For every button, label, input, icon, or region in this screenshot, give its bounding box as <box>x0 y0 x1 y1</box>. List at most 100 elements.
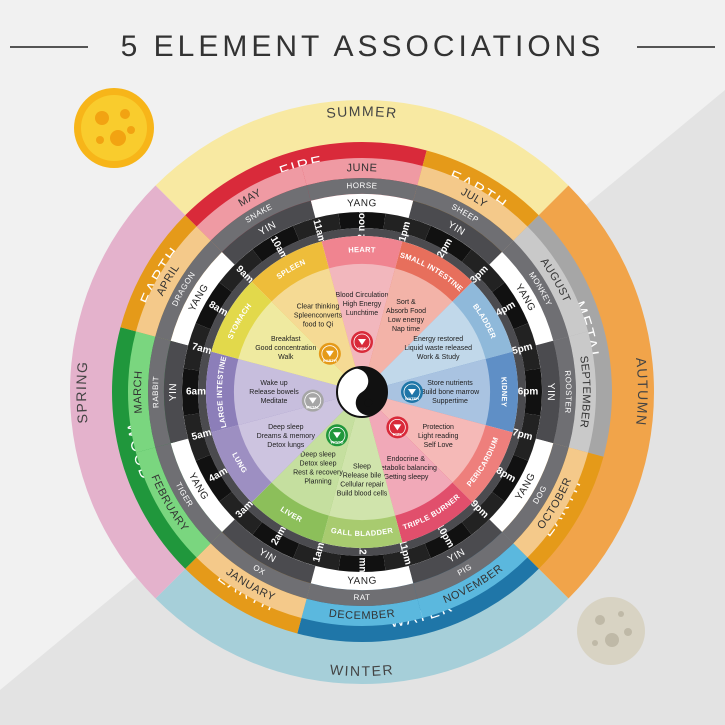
animal-segment-pig <box>413 532 514 599</box>
hour-tick-band-7 <box>513 413 541 461</box>
organ-desc-7-0: Deep sleep <box>300 452 336 459</box>
organ-desc-7-3: Planning <box>304 479 331 486</box>
season-label-summer: SUMMER <box>325 103 398 121</box>
center-element-ring-1 <box>403 383 421 401</box>
organ-desc-6-0: Sleep <box>353 463 371 470</box>
animal-segment-dog <box>502 443 569 544</box>
center-element-icon-3 <box>333 432 341 439</box>
hour-tick-band-10 <box>424 522 472 559</box>
hour-tick-band-9 <box>461 491 505 535</box>
animal-label-rat: RAT <box>353 593 370 602</box>
organ-desc-1-1: Absorb Food <box>386 308 426 315</box>
hour-tick-band-11 <box>383 543 431 571</box>
month-label-september: SEPTEMBER <box>577 355 592 429</box>
month-segment-september <box>568 331 597 453</box>
center-element-icon-1 <box>408 389 416 395</box>
hour-tick-band-12 <box>338 554 386 572</box>
center-element-label-1: WATER <box>405 396 419 401</box>
organ-desc-3-2: Suppertime <box>432 398 468 405</box>
organ-desc-7-2: Rest & recovery <box>293 470 343 477</box>
organ-inner-wedge-6 <box>328 392 396 520</box>
organ-desc-5-2: Getting sleepy <box>384 474 429 481</box>
hour-tick-band-23 <box>293 213 341 241</box>
hour-label-6: 6pm <box>518 387 539 398</box>
yinyang-segment-3 <box>535 340 561 444</box>
animal-segment-rabbit <box>148 336 171 448</box>
yinyang-segment-11 <box>221 200 316 265</box>
center-element-icon-5 <box>325 350 334 357</box>
organ-desc-10-0: Breakfast <box>271 336 301 343</box>
month-segment-march <box>128 331 156 453</box>
organ-inner-wedge-11 <box>271 268 362 392</box>
month-segment-may <box>196 165 307 241</box>
organ-label-9: LARGE INTESTINE <box>215 355 228 429</box>
center-element-label-2: FIRE <box>393 431 402 436</box>
organ-desc-6-1: Release bile <box>343 472 382 479</box>
month-label-march: MARCH <box>132 370 145 414</box>
organ-inner-wedge-0 <box>328 264 396 392</box>
yinyang-segment-7 <box>221 519 316 584</box>
hour-tick-band-20 <box>195 282 232 330</box>
center-element-ring-4 <box>304 392 322 410</box>
hour-tick-band-21 <box>219 249 263 293</box>
hour-label-7: 7pm <box>511 427 534 443</box>
hour-tick-band-8 <box>492 454 529 502</box>
animal-segment-rat <box>306 583 418 606</box>
yin-yang-light-dot <box>351 377 360 386</box>
organ-desc-0-0: Blood Circulation <box>336 292 389 299</box>
yinyang-segment-1 <box>408 200 503 265</box>
animal-segment-ox <box>210 532 311 599</box>
hour-tick-band-18 <box>182 368 200 416</box>
hour-tick-band-4 <box>492 282 529 330</box>
organ-desc-2-0: Energy restored <box>413 336 463 343</box>
hour-tick-band-0 <box>338 212 386 230</box>
yinyang-label-9: YIN <box>168 383 179 402</box>
organ-desc-0-2: Lunchtime <box>346 310 378 317</box>
animal-label-rooster: ROOSTER <box>563 370 573 414</box>
title-left-rule <box>10 46 88 48</box>
month-label-june: JUNE <box>346 162 377 175</box>
organ-label-3: KIDNEY <box>499 376 509 407</box>
hour-label-0: 12 noon <box>357 207 368 245</box>
organ-desc-11-1: Spleenconverts <box>294 313 343 320</box>
hour-tick-band-13 <box>293 543 341 571</box>
yinyang-segment-9 <box>164 340 189 444</box>
yinyang-segment-8 <box>170 438 235 533</box>
center-element-icon-4 <box>308 397 317 404</box>
hour-tick-band-2 <box>424 225 472 262</box>
yinyang-segment-6 <box>310 565 414 590</box>
animal-segment-dragon <box>155 240 222 341</box>
month-segment-december <box>301 598 423 627</box>
month-segment-april <box>135 226 211 337</box>
page-title: 5 ELEMENT ASSOCIATIONS <box>120 30 605 63</box>
animal-segment-horse <box>306 178 418 201</box>
organ-inner-wedge-7 <box>271 392 362 516</box>
yinyang-segment-0 <box>310 194 414 219</box>
organ-desc-3-1: Build bone marrow <box>421 389 480 396</box>
yinyang-segment-4 <box>489 438 554 533</box>
organ-desc-9-0: Wake up <box>260 380 287 387</box>
organ-desc-7-1: Detox sleep <box>300 461 337 468</box>
season-label-autumn: AUTUMN <box>633 357 651 428</box>
organ-desc-0-1: High Energy <box>343 301 382 308</box>
hour-tick-band-6 <box>524 368 543 416</box>
center-element-icon-2 <box>393 424 402 431</box>
animal-segment-rooster <box>553 336 576 448</box>
month-segment-january <box>196 543 307 619</box>
center-element-label-4: METAL <box>306 405 320 410</box>
animal-label-horse: HORSE <box>346 181 378 191</box>
organ-desc-4-1: Light reading <box>418 433 459 440</box>
hour-label-18: 6am <box>186 387 206 398</box>
hour-tick-band-16 <box>195 454 232 502</box>
organ-label-0: HEART <box>348 245 376 255</box>
yin-yang-dark-half <box>349 367 387 416</box>
month-segment-july <box>417 165 528 241</box>
organ-desc-9-1: Release bowels <box>249 389 299 396</box>
organ-desc-11-2: food to Qi <box>303 322 334 329</box>
month-segment-august <box>513 226 589 337</box>
organ-desc-2-2: Work & Study <box>417 354 460 361</box>
hour-tick-band-17 <box>183 413 211 461</box>
organ-inner-wedge-3 <box>362 358 490 426</box>
organ-desc-4-0: Protection <box>422 424 454 431</box>
